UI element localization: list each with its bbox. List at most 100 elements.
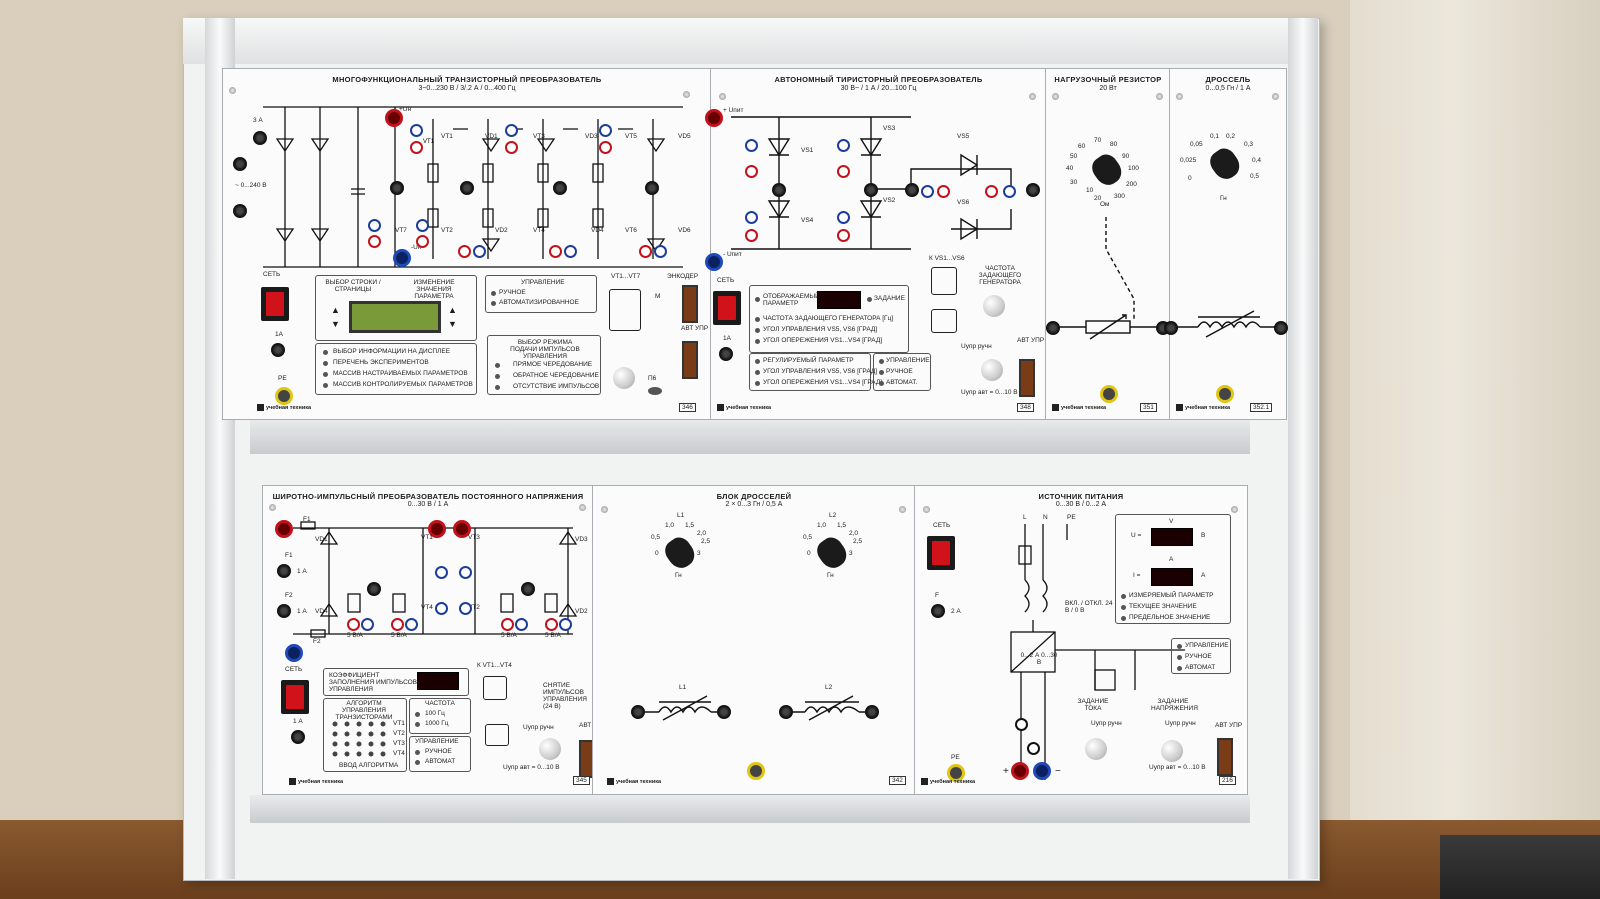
shunt-jack[interactable] [361,618,374,631]
ac-out-socket-1[interactable] [772,183,786,197]
encoder-connector[interactable] [682,285,698,323]
output-minus-jack[interactable] [1033,762,1051,780]
gate-jack[interactable] [1003,185,1016,198]
inductance-knob[interactable] [1205,144,1245,184]
l2-inductance-knob[interactable] [812,533,852,573]
shunt-jack[interactable] [391,618,404,631]
output-jack-2[interactable] [453,520,471,538]
output-plus-jack[interactable] [1011,762,1029,780]
fuse2-holder[interactable] [271,343,285,357]
shunt-jack[interactable] [545,618,558,631]
power-switch[interactable] [713,291,741,325]
test-jack[interactable] [505,141,518,154]
gate-jack[interactable] [745,165,758,178]
l1-socket-2[interactable] [717,705,731,719]
f2-holder[interactable] [277,604,291,618]
gate-jack[interactable] [837,229,850,242]
resistor-socket-1[interactable] [1046,321,1060,335]
fuse-holder[interactable] [931,604,945,618]
test-jack[interactable] [410,141,423,154]
mid-socket-1[interactable] [367,582,381,596]
test-jack[interactable] [505,124,518,137]
l2-socket-2[interactable] [865,705,879,719]
mid-socket-2[interactable] [521,582,535,596]
phase-a-socket[interactable] [460,181,474,195]
fuse-holder[interactable] [291,730,305,744]
test-jack[interactable] [416,235,429,248]
shunt-jack[interactable] [501,618,514,631]
test-jack[interactable] [416,219,429,232]
auto-control-connector[interactable] [682,341,698,379]
p6-connector[interactable] [648,387,662,395]
ud-plus-jack[interactable] [385,109,403,127]
test-jack[interactable] [599,141,612,154]
gate-jack[interactable] [837,211,850,224]
test-jack[interactable] [458,245,471,258]
test-jack[interactable] [599,124,612,137]
choke-socket-1[interactable] [1164,321,1178,335]
input-plus-jack[interactable] [275,520,293,538]
increase-button[interactable]: ▲ [448,305,457,315]
shunt-jack[interactable] [559,618,572,631]
gate-jack[interactable] [435,566,448,579]
phase-b-socket[interactable] [553,181,567,195]
test-jack[interactable] [410,124,423,137]
gate-jack[interactable] [745,211,758,224]
phase-c-socket[interactable] [645,181,659,195]
fuse-holder[interactable] [253,131,267,145]
power-switch[interactable] [261,287,289,321]
choke-socket-2[interactable] [1274,321,1288,335]
u-pit-minus-jack[interactable] [705,253,723,271]
up-arrow-button[interactable]: ▲ [331,305,340,315]
auto-control-connector[interactable] [1217,738,1233,776]
pe-jack[interactable] [1100,385,1118,403]
input-socket-1[interactable] [233,157,247,171]
gate-jack[interactable] [837,139,850,152]
power-switch[interactable] [927,536,955,570]
current-setpoint-knob[interactable] [1085,738,1107,760]
test-jack[interactable] [549,245,562,258]
gate-jack[interactable] [837,165,850,178]
input-socket-2[interactable] [233,204,247,218]
control-voltage-knob[interactable] [539,738,561,760]
frequency-knob[interactable] [983,295,1005,317]
input-minus-jack[interactable] [285,644,303,662]
test-jack[interactable] [564,245,577,258]
test-jack[interactable] [368,219,381,232]
test-jack[interactable] [654,245,667,258]
voltage-setpoint-knob[interactable] [1161,740,1183,762]
control-knob[interactable] [613,367,635,389]
gate-jack[interactable] [937,185,950,198]
down-arrow-button[interactable]: ▼ [331,319,340,329]
gate-jack[interactable] [435,602,448,615]
test-jack[interactable] [473,245,486,258]
shunt-jack[interactable] [515,618,528,631]
load-socket-2[interactable] [1026,183,1040,197]
load-socket-1[interactable] [905,183,919,197]
power-switch[interactable] [281,680,309,714]
f1-holder[interactable] [277,564,291,578]
test-jack[interactable] [639,245,652,258]
gate-jack[interactable] [985,185,998,198]
pe-jack[interactable] [275,387,293,405]
fuse-holder[interactable] [719,347,733,361]
gate-jack[interactable] [459,566,472,579]
test-jack[interactable] [368,235,381,248]
auto-control-connector[interactable] [1019,359,1035,397]
u-pit-plus-jack[interactable] [705,109,723,127]
decrease-button[interactable]: ▼ [448,319,457,329]
gate-jack[interactable] [921,185,934,198]
l1-inductance-knob[interactable] [660,533,700,573]
dc-link-socket[interactable] [390,181,404,195]
gate-jack[interactable] [459,602,472,615]
pe-jack[interactable] [747,762,765,780]
gate-jack[interactable] [745,139,758,152]
shunt-jack[interactable] [347,618,360,631]
shunt-jack[interactable] [405,618,418,631]
output-jack-1[interactable] [428,520,446,538]
pe-jack[interactable] [1216,385,1234,403]
ud-minus-jack[interactable] [393,249,411,267]
l2-socket-1[interactable] [779,705,793,719]
resistance-knob[interactable] [1087,150,1127,190]
gate-jack[interactable] [745,229,758,242]
